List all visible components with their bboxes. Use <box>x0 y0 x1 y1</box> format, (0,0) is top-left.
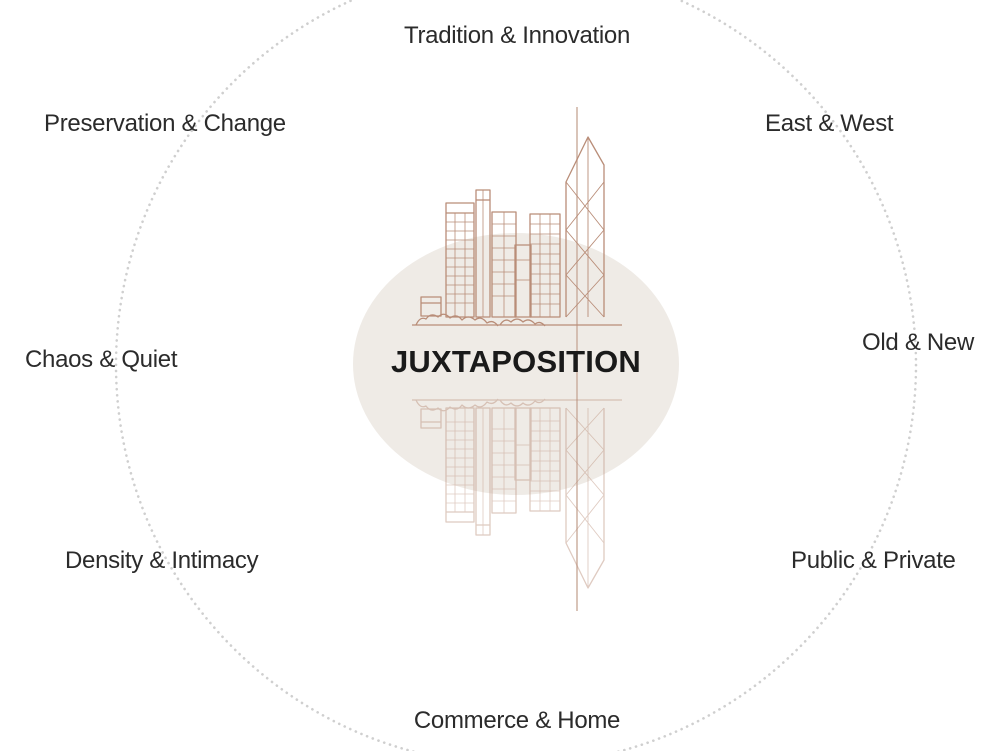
label-tradition-innovation: Tradition & Innovation <box>404 22 630 49</box>
label-east-west: East & West <box>765 110 894 137</box>
label-commerce-home: Commerce & Home <box>413 707 621 734</box>
label-preservation-change: Preservation & Change <box>44 110 286 137</box>
city-skyline-icon <box>412 136 622 327</box>
label-density-intimacy: Density & Intimacy <box>65 547 259 574</box>
center-ellipse <box>353 233 679 495</box>
label-old-new: Old & New <box>862 329 975 356</box>
label-public-private: Public & Private <box>791 547 956 574</box>
center-title: JUXTAPOSITION <box>390 344 642 379</box>
dotted-outer-ring <box>114 0 918 756</box>
label-chaos-quiet: Chaos & Quiet <box>25 346 178 373</box>
